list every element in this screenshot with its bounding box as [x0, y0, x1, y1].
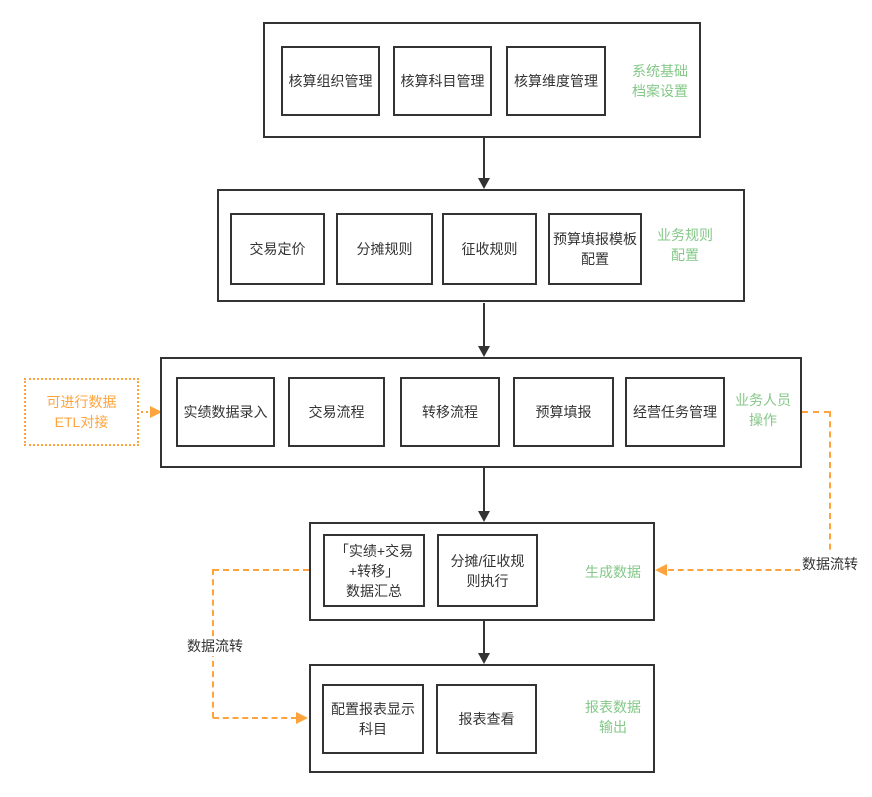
connector-line-4-5 — [483, 621, 485, 653]
dataflow-right-bottom-segment — [668, 569, 830, 571]
down-arrowhead-icon — [478, 511, 490, 522]
dataflow-left-bottom-segment — [213, 717, 297, 719]
node-accounting-org-mgmt: 核算组织管理 — [281, 46, 380, 116]
label-system-base-archive-setting: 系统基础 档案设置 — [632, 63, 688, 99]
node-report-view: 报表查看 — [436, 684, 537, 754]
node-rule-execution: 分摊/征收规 则执行 — [437, 534, 538, 607]
right-arrowhead-icon — [296, 712, 308, 724]
label-report-data-output: 报表数据 输出 — [585, 699, 641, 735]
connector-line-3-4 — [483, 468, 485, 511]
node-collection-rule: 征收规则 — [442, 213, 537, 285]
etl-connector-line — [141, 411, 152, 413]
dataflow-left-top-segment — [213, 569, 309, 571]
dataflow-right-label: 数据流转 — [800, 554, 860, 574]
down-arrowhead-icon — [478, 346, 490, 357]
etl-note-box: 可进行数据 ETL对接 — [24, 378, 139, 446]
label-business-rule-config: 业务规则 配置 — [657, 227, 713, 263]
node-actual-data-entry: 实绩数据录入 — [176, 377, 275, 447]
down-arrowhead-icon — [478, 178, 490, 189]
node-transaction-flow: 交易流程 — [288, 377, 385, 447]
connector-line-2-3 — [483, 303, 485, 346]
connector-line-1-2 — [483, 138, 485, 178]
dataflow-right-vertical-segment — [829, 411, 831, 570]
node-data-summary: 「实绩+交易 +转移」 数据汇总 — [323, 534, 425, 607]
node-accounting-subject-mgmt: 核算科目管理 — [393, 46, 492, 116]
down-arrowhead-icon — [478, 653, 490, 664]
node-operation-task-mgmt: 经营任务管理 — [625, 377, 725, 447]
dataflow-right-top-segment — [802, 411, 830, 413]
node-report-subject-config: 配置报表显示 科目 — [322, 684, 424, 754]
node-transfer-flow: 转移流程 — [400, 377, 500, 447]
node-accounting-dimension-mgmt: 核算维度管理 — [506, 46, 606, 116]
label-business-user-operation: 业务人员 操作 — [735, 392, 791, 428]
label-generate-data: 生成数据 — [585, 564, 641, 580]
node-budget-template-config: 预算填报模板 配置 — [548, 213, 642, 285]
dataflow-left-label: 数据流转 — [177, 636, 253, 656]
node-transaction-pricing: 交易定价 — [230, 213, 325, 285]
node-budget-filling: 预算填报 — [513, 377, 614, 447]
left-arrowhead-icon — [655, 564, 667, 576]
right-arrowhead-icon — [150, 406, 162, 418]
node-allocation-rule: 分摊规则 — [336, 213, 433, 285]
